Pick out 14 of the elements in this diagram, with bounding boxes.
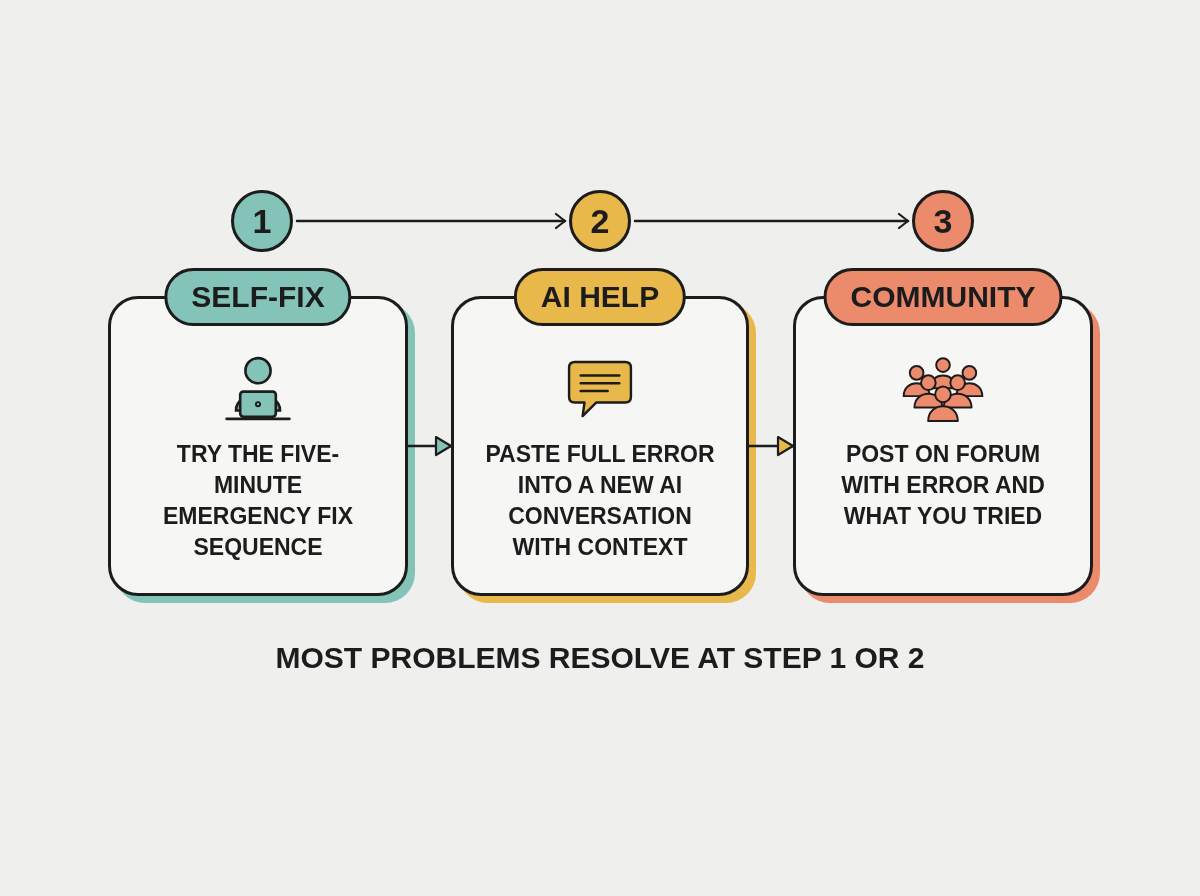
step-number: 3 bbox=[912, 190, 974, 252]
step-number: 2 bbox=[569, 190, 631, 252]
step-title: SELF-FIX bbox=[164, 268, 352, 326]
step-description: POST ON FORUM WITH ERROR AND WHAT YOU TRIED bbox=[840, 440, 1046, 531]
step-description: PASTE FULL ERROR INTO A NEW AI CONVERSATION WITH CONTEXT bbox=[484, 440, 716, 562]
step-title: AI HELP bbox=[513, 268, 687, 326]
arrow bbox=[295, 212, 567, 230]
arrow bbox=[406, 435, 453, 457]
arrow bbox=[747, 435, 795, 457]
step-description: TRY THE FIVE-MINUTE EMERGENCY FIX SEQUENCE bbox=[162, 440, 354, 562]
arrow bbox=[633, 212, 910, 230]
caption: MOST PROBLEMS RESOLVE AT STEP 1 OR 2 bbox=[275, 640, 925, 676]
step-number: 1 bbox=[231, 190, 293, 252]
step-title: COMMUNITY bbox=[823, 268, 1063, 326]
